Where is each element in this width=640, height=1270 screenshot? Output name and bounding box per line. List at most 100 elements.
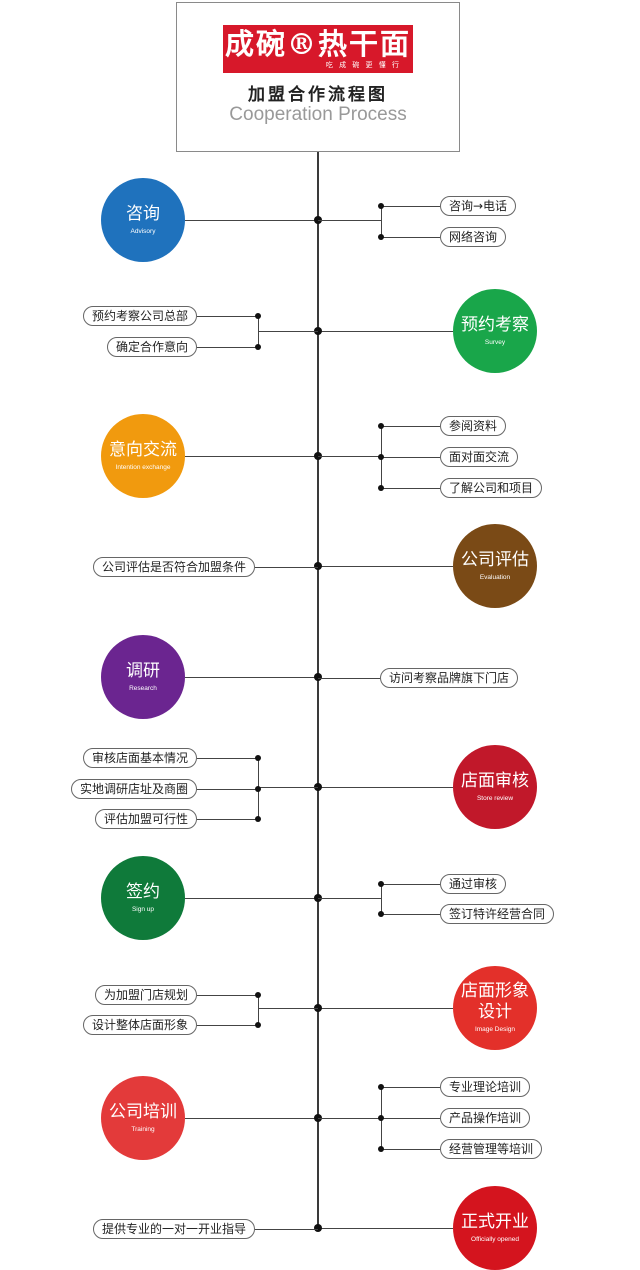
branch-node xyxy=(255,992,261,998)
branch-node xyxy=(378,485,384,491)
brand-logo: 成碗®热干面 吃 成 碗 更 懂 行 xyxy=(223,25,413,73)
diagram-title: 加盟合作流程图 xyxy=(248,85,388,105)
step-connector xyxy=(185,1118,318,1119)
item-connector xyxy=(197,819,258,820)
step-item[interactable]: 面对面交流 xyxy=(440,447,519,467)
item-connector xyxy=(197,347,258,348)
step-connector xyxy=(185,677,318,678)
item-connector xyxy=(381,426,440,427)
step-item[interactable]: 为加盟门店规划 xyxy=(95,985,198,1005)
step-title: 公司培训 xyxy=(109,1101,177,1122)
branch-node xyxy=(378,454,384,460)
spine-node xyxy=(314,673,322,681)
item-connector xyxy=(381,457,440,458)
item-connector xyxy=(255,567,318,568)
step-item[interactable]: 公司评估是否符合加盟条件 xyxy=(93,557,256,577)
step-subtitle: Survey xyxy=(484,338,506,346)
step-item[interactable]: 网络咨询 xyxy=(440,227,507,247)
step-connector xyxy=(185,898,318,899)
step-item[interactable]: 专业理论培训 xyxy=(440,1077,531,1097)
step-title: 公司评估 xyxy=(461,549,529,570)
step-item[interactable]: 访问考察品牌旗下门店 xyxy=(380,668,519,688)
branch-node xyxy=(378,1115,384,1121)
spine-node xyxy=(314,1004,322,1012)
header-box: 成碗®热干面 吃 成 碗 更 懂 行 加盟合作流程图 Cooperation P… xyxy=(176,2,460,152)
step-connector xyxy=(318,787,453,788)
step-circle[interactable]: 调研 Research xyxy=(101,635,185,719)
branch-node xyxy=(255,313,261,319)
step-connector xyxy=(318,1008,453,1009)
step-connector xyxy=(185,220,318,221)
step-item[interactable]: 了解公司和项目 xyxy=(440,478,543,498)
diagram-subtitle: Cooperation Process xyxy=(229,104,407,125)
spine-node xyxy=(314,783,322,791)
step-item[interactable]: 咨询→电话 xyxy=(440,196,517,216)
step-item[interactable]: 产品操作培训 xyxy=(440,1108,531,1128)
branch-stub xyxy=(318,456,381,457)
item-connector xyxy=(381,206,440,207)
item-connector xyxy=(381,237,440,238)
item-connector xyxy=(197,316,258,317)
step-item[interactable]: 提供专业的一对一开业指导 xyxy=(93,1219,256,1239)
branch-bracket xyxy=(258,316,259,347)
branch-node xyxy=(378,881,384,887)
branch-stub xyxy=(258,331,318,332)
step-item[interactable]: 评估加盟可行性 xyxy=(95,809,198,829)
item-connector xyxy=(381,1118,440,1119)
branch-node xyxy=(378,203,384,209)
item-connector xyxy=(381,1087,440,1088)
step-circle[interactable]: 公司评估 Evaluation xyxy=(453,524,537,608)
item-connector xyxy=(381,914,440,915)
branch-node xyxy=(378,1146,384,1152)
step-item[interactable]: 实地调研店址及商圈 xyxy=(71,779,198,799)
spine-node xyxy=(314,562,322,570)
item-connector xyxy=(381,884,440,885)
step-item[interactable]: 确定合作意向 xyxy=(107,337,198,357)
branch-node xyxy=(378,423,384,429)
branch-bracket xyxy=(381,884,382,914)
item-connector xyxy=(318,678,380,679)
branch-node xyxy=(255,755,261,761)
step-connector xyxy=(318,566,453,567)
branch-node xyxy=(378,1084,384,1090)
item-connector xyxy=(381,1149,440,1150)
step-subtitle: Officially opened xyxy=(471,1235,519,1243)
item-connector xyxy=(255,1229,318,1230)
step-item[interactable]: 通过审核 xyxy=(440,874,507,894)
step-subtitle: Store review xyxy=(476,794,514,802)
step-subtitle: Advisory xyxy=(130,227,156,235)
step-subtitle: Sign up xyxy=(131,905,155,913)
step-connector xyxy=(318,331,453,332)
step-title: 调研 xyxy=(126,660,160,681)
step-item[interactable]: 审核店面基本情况 xyxy=(83,748,198,768)
branch-stub xyxy=(258,1008,318,1009)
step-item[interactable]: 经营管理等培训 xyxy=(440,1139,543,1159)
step-subtitle: Research xyxy=(129,684,157,692)
step-item[interactable]: 签订特许经营合同 xyxy=(440,904,555,924)
step-item[interactable]: 设计整体店面形象 xyxy=(83,1015,198,1035)
branch-node xyxy=(378,911,384,917)
step-subtitle: Image Design xyxy=(474,1026,516,1033)
branch-bracket xyxy=(381,206,382,237)
branch-node xyxy=(255,786,261,792)
item-connector xyxy=(197,1025,258,1026)
step-item[interactable]: 参阅资料 xyxy=(440,416,507,436)
branch-stub xyxy=(318,898,381,899)
brand-slogan: 吃 成 碗 更 懂 行 xyxy=(325,61,401,69)
branch-node xyxy=(255,344,261,350)
step-connector xyxy=(318,1228,453,1229)
step-subtitle: Evaluation xyxy=(479,573,511,581)
step-subtitle: Intention exchange xyxy=(115,463,171,471)
item-connector xyxy=(381,488,440,489)
branch-stub xyxy=(318,220,381,221)
step-item[interactable]: 预约考察公司总部 xyxy=(83,306,198,326)
